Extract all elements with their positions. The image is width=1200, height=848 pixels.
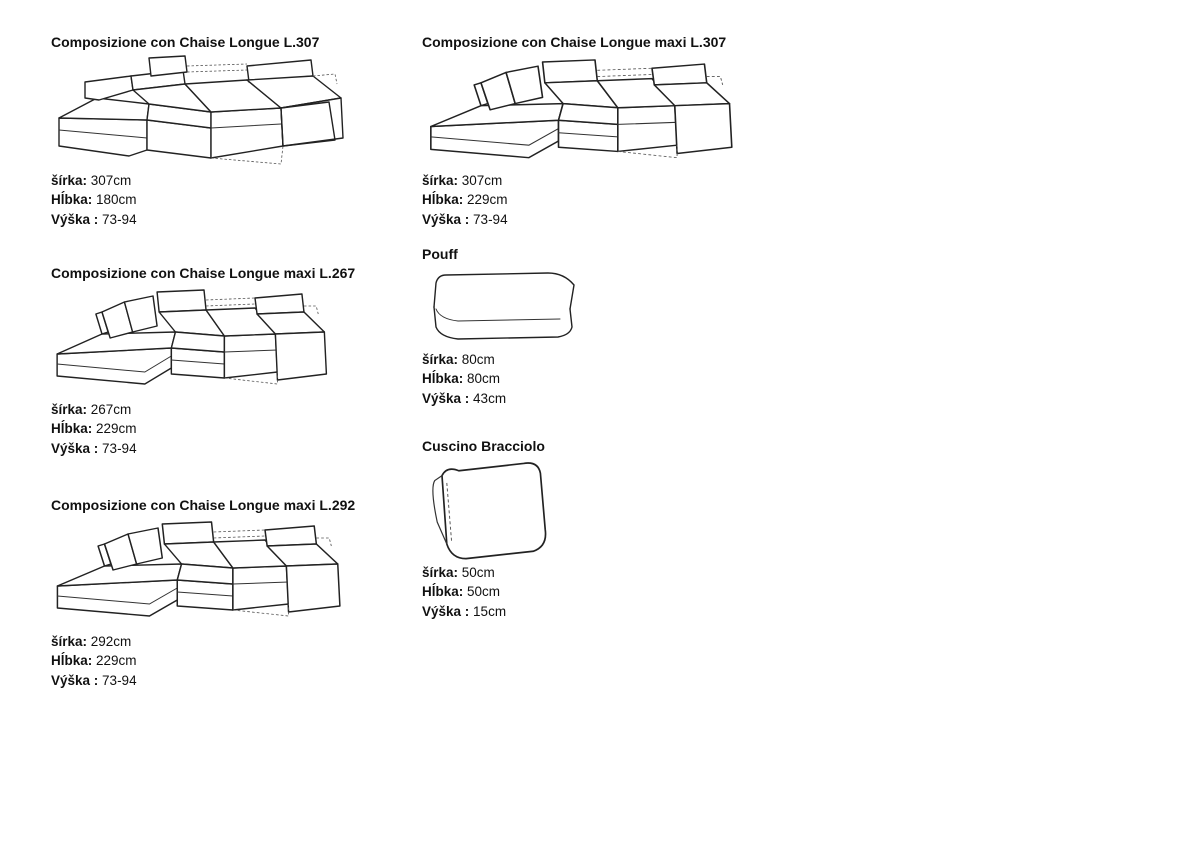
dim-depth: Hĺbka: 180cm xyxy=(51,192,137,208)
dim-width: šírka: 292cm xyxy=(51,634,132,649)
product-item: Composizione con Chaise Longue L.307 šír… xyxy=(51,33,351,229)
dim-height: Výška : 73-94 xyxy=(51,672,137,688)
pouf-icon xyxy=(433,272,575,340)
product-title: Cuscino Bracciolo xyxy=(422,438,545,454)
product-title: Composizione con Chaise Longue maxi L.30… xyxy=(422,34,727,50)
dim-depth: Hĺbka: 229cm xyxy=(51,421,137,437)
dim-depth: Hĺbka: 50cm xyxy=(422,584,501,600)
product-item: Cuscino Bracciolo šírka: 50cm Hĺbka: 50c… xyxy=(422,437,558,621)
sofa-chaise-longue-icon xyxy=(58,55,344,165)
product-title: Pouff xyxy=(422,246,458,262)
dim-width: šírka: 307cm xyxy=(422,173,503,188)
dim-depth: Hĺbka: 229cm xyxy=(422,192,508,208)
product-item: Composizione con Chaise Longue maxi L.26… xyxy=(51,264,355,458)
dim-depth: Hĺbka: 80cm xyxy=(422,371,501,387)
dim-height: Výška : 73-94 xyxy=(51,211,137,227)
dim-height: Výška : 73-94 xyxy=(51,440,137,456)
dim-width: šírka: 267cm xyxy=(51,402,132,417)
dim-width: šírka: 50cm xyxy=(422,565,495,580)
product-item: Pouff šírka: 80cm Hĺbka: 80cm Výška : 43… xyxy=(422,245,586,408)
product-item: Composizione con Chaise Longue maxi L.30… xyxy=(422,33,742,229)
dim-height: Výška : 43cm xyxy=(422,390,507,406)
dim-width: šírka: 307cm xyxy=(51,173,132,188)
product-title: Composizione con Chaise Longue L.307 xyxy=(51,34,320,50)
armrest-cushion-icon xyxy=(432,462,547,560)
sofa-chaise-longue-maxi-icon xyxy=(56,521,341,617)
sofa-chaise-longue-maxi-icon xyxy=(430,59,733,159)
dimensions: šírka: 50cm Hĺbka: 50cm Výška : 15cm xyxy=(422,563,558,621)
dimensions: šírka: 307cm Hĺbka: 180cm Výška : 73-94 xyxy=(51,171,351,229)
dimensions: šírka: 80cm Hĺbka: 80cm Výška : 43cm xyxy=(422,350,586,408)
product-item: Composizione con Chaise Longue maxi L.29… xyxy=(51,496,355,690)
dimensions: šírka: 307cm Hĺbka: 229cm Výška : 73-94 xyxy=(422,171,742,229)
dim-height: Výška : 15cm xyxy=(422,603,507,619)
dimensions: šírka: 267cm Hĺbka: 229cm Výška : 73-94 xyxy=(51,400,355,458)
dimensions: šírka: 292cm Hĺbka: 229cm Výška : 73-94 xyxy=(51,632,355,690)
dim-depth: Hĺbka: 229cm xyxy=(51,653,137,669)
sofa-chaise-longue-maxi-icon xyxy=(56,289,328,385)
dim-width: šírka: 80cm xyxy=(422,352,495,367)
product-title: Composizione con Chaise Longue maxi L.29… xyxy=(51,497,356,513)
dim-height: Výška : 73-94 xyxy=(422,211,508,227)
product-title: Composizione con Chaise Longue maxi L.26… xyxy=(51,265,356,281)
